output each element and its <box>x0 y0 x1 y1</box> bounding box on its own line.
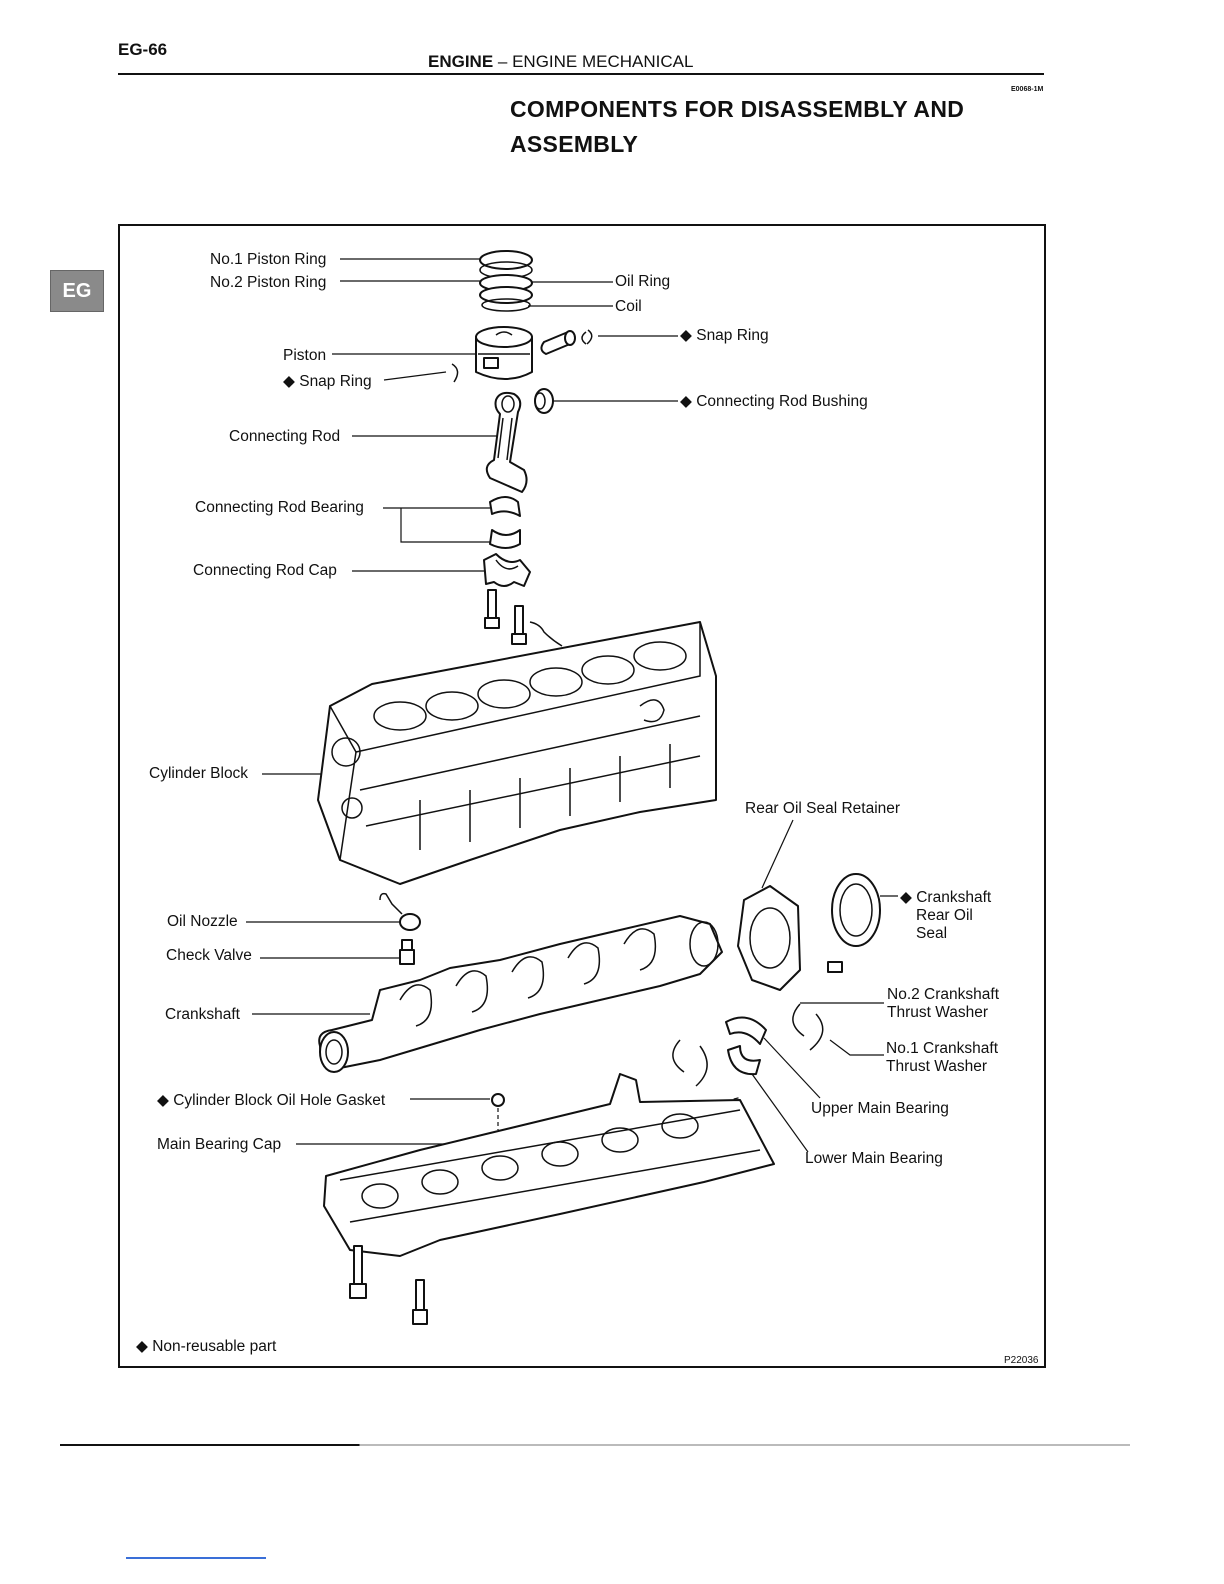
non-reusable-legend: ◆ Non-reusable part <box>136 1338 277 1355</box>
page-number: EG-66 <box>118 40 168 59</box>
cylinder-block <box>317 621 717 885</box>
label-oil-ring: Oil Ring <box>615 273 670 290</box>
label-connecting-rod-bushing: ◆ Connecting Rod Bushing <box>680 393 868 410</box>
label-oil-nozzle: Oil Nozzle <box>167 913 238 930</box>
crankshaft-rear-oil-seal <box>831 873 881 947</box>
label-crankshaft-rear-oil-seal-line-1: ◆ Crankshaft <box>900 889 992 906</box>
label-no2-thrust-washer-line-1: No.2 Crankshaft <box>887 986 1000 1003</box>
label-upper-main-bearing: Upper Main Bearing <box>811 1100 949 1117</box>
label-no1-piston-ring: No.1 Piston Ring <box>210 251 326 268</box>
label-crankshaft-rear-oil-seal-line-2: Rear Oil <box>916 907 973 924</box>
label-crankshaft: Crankshaft <box>165 1006 241 1023</box>
connecting-rod-bolts <box>484 589 563 647</box>
scan-artifact-line <box>126 1557 266 1559</box>
no1-crankshaft-thrust-washer <box>672 1039 708 1087</box>
label-no2-thrust-washer-line-2: Thrust Washer <box>887 1004 988 1021</box>
page-title-line-1: COMPONENTS FOR DISASSEMBLY AND <box>510 96 965 122</box>
main-bearing-cap-bolts <box>349 1245 428 1325</box>
label-coil: Coil <box>615 298 642 315</box>
connecting-rod-bearing-pair <box>489 496 521 549</box>
connecting-rod-cap <box>483 553 531 587</box>
label-no1-thrust-washer-line-2: Thrust Washer <box>886 1058 987 1075</box>
label-snap-ring-right: ◆ Snap Ring <box>680 327 769 344</box>
label-connecting-rod-bearing: Connecting Rod Bearing <box>195 499 364 516</box>
label-piston: Piston <box>283 347 326 364</box>
main-bearing-cap <box>323 1073 775 1257</box>
figure-frame <box>118 224 1046 1368</box>
running-head-subsection: – ENGINE MECHANICAL <box>493 52 694 71</box>
label-cylinder-block-oil-hole-gasket: ◆ Cylinder Block Oil Hole Gasket <box>157 1092 386 1109</box>
label-lower-main-bearing: Lower Main Bearing <box>805 1150 943 1167</box>
label-connecting-rod: Connecting Rod <box>229 428 340 445</box>
label-no2-piston-ring: No.2 Piston Ring <box>210 274 326 291</box>
check-valve <box>399 939 415 965</box>
label-snap-ring-left: ◆ Snap Ring <box>283 373 372 390</box>
piston <box>475 326 533 380</box>
label-cylinder-block: Cylinder Block <box>149 765 248 782</box>
leader-lines <box>246 258 898 1153</box>
page-title-line-2: ASSEMBLY <box>510 131 639 157</box>
section-tab[interactable]: EG <box>50 270 104 312</box>
header-rule <box>118 73 1044 75</box>
label-main-bearing-cap: Main Bearing Cap <box>157 1136 281 1153</box>
cylinder-block-oil-hole-gasket <box>491 1093 505 1107</box>
part-labels: No.1 Piston Ring No.2 Piston Ring Oil Ri… <box>136 251 1039 1366</box>
footer-rule <box>60 1444 1130 1446</box>
label-no1-thrust-washer-line-1: No.1 Crankshaft <box>886 1040 999 1057</box>
piston-pin <box>451 329 593 383</box>
label-check-valve: Check Valve <box>166 947 252 964</box>
lower-main-bearing <box>727 1045 761 1076</box>
connecting-rod <box>485 391 528 493</box>
figure-code: P22036 <box>1004 1355 1039 1366</box>
label-rear-oil-seal-retainer: Rear Oil Seal Retainer <box>745 800 900 817</box>
rear-oil-seal-retainer <box>737 885 843 991</box>
no2-crankshaft-thrust-washer <box>792 1003 824 1051</box>
oil-nozzle <box>379 892 421 931</box>
running-head-section: ENGINE <box>428 52 494 71</box>
upper-main-bearing <box>725 1016 767 1045</box>
page-title: COMPONENTS FOR DISASSEMBLY AND ASSEMBLY <box>510 92 964 162</box>
piston-ring-set <box>479 250 533 312</box>
running-head: ENGINE – ENGINE MECHANICAL <box>428 52 693 72</box>
label-crankshaft-rear-oil-seal-line-3: Seal <box>916 925 947 942</box>
label-connecting-rod-cap: Connecting Rod Cap <box>193 562 337 579</box>
document-code: E0068-1M <box>1011 86 1044 93</box>
connecting-rod-bushing <box>534 388 554 414</box>
crankshaft <box>318 915 723 1073</box>
